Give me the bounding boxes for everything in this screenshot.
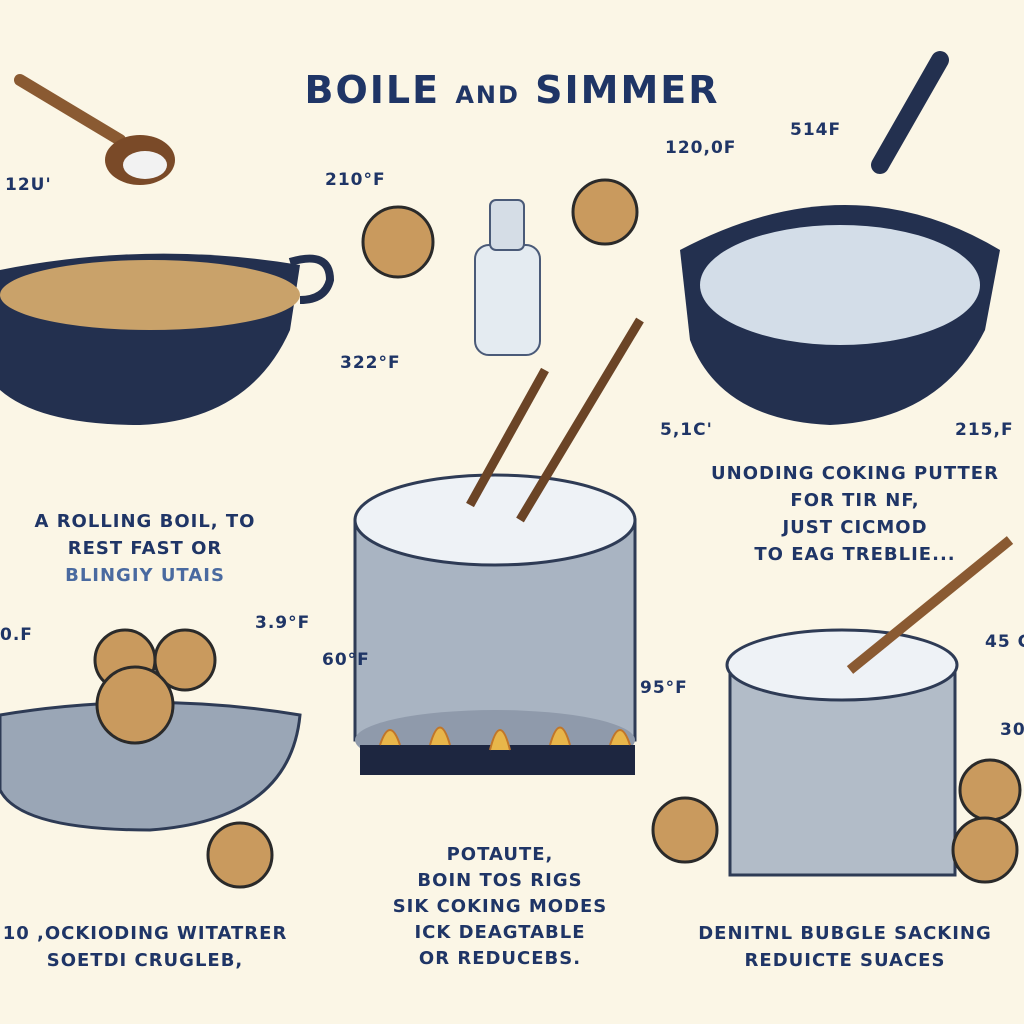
gas-burner-flames [360, 726, 635, 775]
temp-label: 210°F [325, 170, 386, 190]
temp-label: 12U' [5, 175, 52, 195]
egg [361, 205, 435, 279]
salt-bottle [474, 199, 541, 356]
temp-label: 3.9°F [255, 613, 311, 633]
page-title: BOILE AND SIMMER [304, 68, 720, 112]
temp-label: 45 C [985, 632, 1024, 652]
stock-pot [353, 317, 644, 770]
temp-label: 215,F [955, 420, 1014, 440]
temp-label: 0.F [0, 625, 33, 645]
temp-label: 514F [790, 120, 842, 140]
bowl-eggs-pasta [0, 628, 302, 889]
temp-label: 60°F [322, 650, 370, 670]
skillet-boiling-water [680, 51, 1000, 425]
temp-label: 322°F [340, 353, 401, 373]
temp-label: 120,0F [665, 138, 737, 158]
temp-label: 5,1C' [660, 420, 713, 440]
temp-label: 95°F [640, 678, 688, 698]
wooden-spoon [14, 74, 175, 185]
egg [571, 178, 639, 246]
wok-with-pasta [0, 253, 335, 425]
saucepan [651, 536, 1022, 884]
temp-label: 30 [1000, 720, 1024, 740]
